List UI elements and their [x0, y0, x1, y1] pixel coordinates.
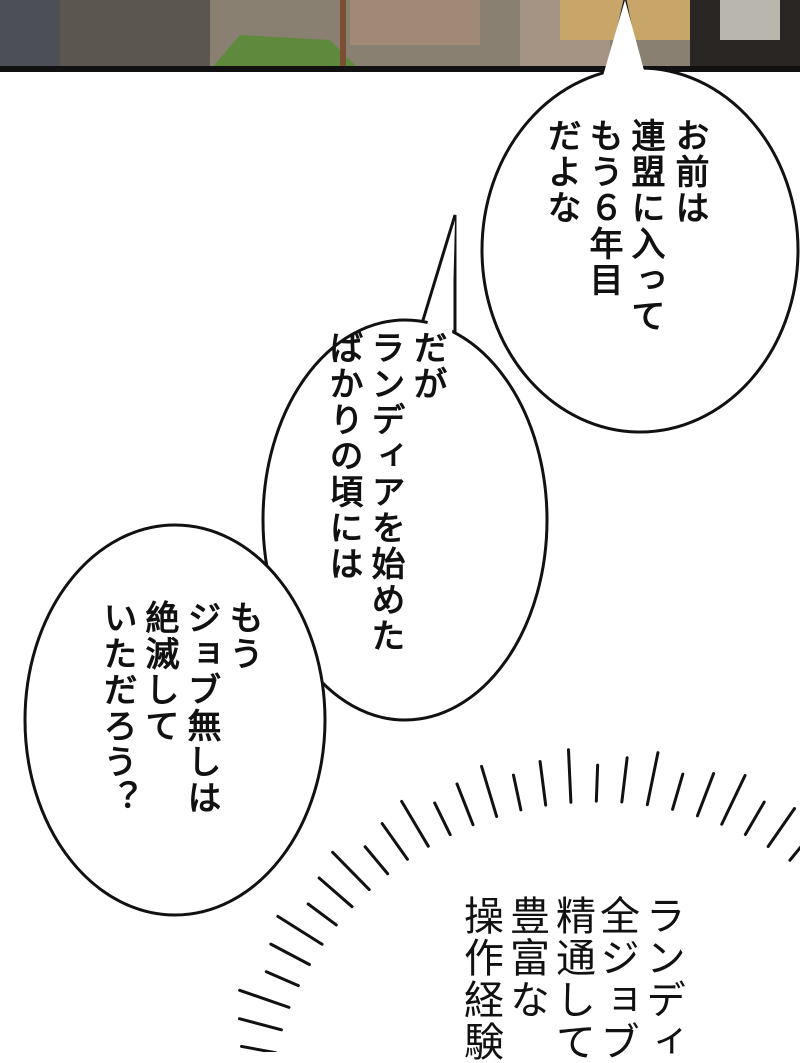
burst-stroke [380, 822, 409, 861]
dialogue-line: 絶滅して [139, 600, 179, 744]
burst-lines [237, 748, 800, 1052]
burst-stroke [645, 751, 660, 807]
dialogue-line: ばかりの頃には [323, 330, 363, 582]
burst-stroke [237, 1017, 283, 1032]
burst-stroke [433, 801, 452, 837]
dialogue-line: だよな [541, 118, 581, 226]
burst-stroke [317, 876, 354, 909]
burst-stroke [620, 756, 629, 804]
burst-stroke [671, 772, 685, 811]
narration-line: ランディ [639, 895, 685, 1063]
burst-stroke [238, 988, 291, 1009]
burst-stroke [269, 942, 311, 966]
burst-stroke [480, 764, 499, 818]
narration-line: 豊富な [503, 895, 549, 1021]
burst-stroke [566, 748, 573, 804]
dialogue-line: お前は [669, 118, 709, 226]
dialogue-line: いただろう？ [97, 600, 137, 816]
dialogue-line: ジョブ無しは [181, 600, 221, 816]
burst-stroke [276, 914, 324, 946]
burst-stroke [363, 845, 390, 876]
burst-stroke [720, 774, 747, 826]
burst-stroke [511, 773, 523, 812]
burst-stroke [264, 970, 300, 988]
burst-stroke [743, 800, 766, 836]
top-panel-artwork [0, 0, 800, 72]
dialogue-line: 連盟に入って [625, 118, 665, 334]
burst-stroke [400, 799, 430, 848]
burst-stroke [240, 1044, 277, 1052]
dialogue-line: もう [223, 600, 263, 672]
dialogue-line: もう６年目 [583, 118, 623, 298]
dialogue-line: ランディアを始めた [365, 330, 405, 654]
burst-stroke [788, 845, 800, 862]
burst-stroke [594, 763, 600, 803]
burst-stroke [538, 759, 548, 807]
burst-stroke [695, 772, 716, 818]
speech-bubble-3 [23, 523, 327, 917]
dialogue-line: だが [407, 330, 447, 402]
burst-stroke [455, 782, 475, 827]
narration-line: 全ジョブ [593, 895, 639, 1063]
burst-stroke [306, 902, 338, 927]
burst-stroke [766, 807, 797, 848]
narration-line: 精通して [549, 895, 595, 1063]
narration-line: 操作経験 [457, 895, 503, 1063]
burst-stroke [331, 850, 371, 892]
speech-bubble-2 [261, 214, 549, 722]
speech-bubble-1 [480, 0, 800, 434]
